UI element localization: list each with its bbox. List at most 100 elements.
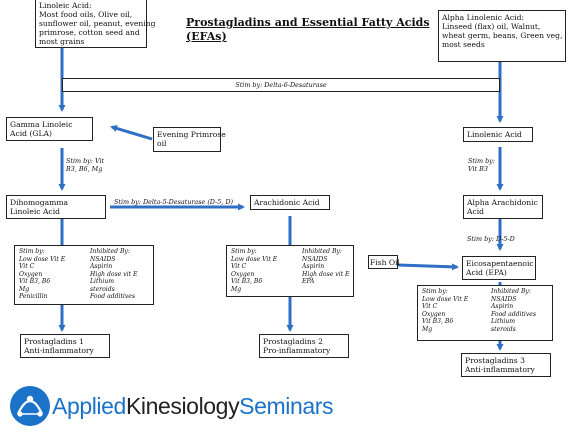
stim-label-vit-b3: Stim by: Vit B3 [468,157,495,173]
factor-line: Mg [422,325,433,333]
factor-line: Mg [19,285,30,293]
d6d-label: Stim by: Delta-6-Desaturase [235,81,327,89]
factor-line: Inhibited By: [491,288,531,295]
node-line: primrose, cotton seed and [39,28,140,37]
node-line: most grains [39,37,85,46]
node-line: Alpha Arachidonic [467,198,538,207]
evening-primrose-box: Evening Primrose oil [153,127,226,152]
logo-part-applied: Applied [52,393,126,419]
d5d-short-label: Stim by: D-5-D [467,235,515,243]
factor-line: Food additives [491,310,537,318]
delta-6-desaturase-band: Stim by: Delta-6-Desaturase [62,78,500,92]
label-line: B3, B6, Mg [66,165,103,173]
label-line: Stim by: [468,157,495,165]
factor-line: EPA [302,278,315,285]
linoleic-acid-box: Linoleic Acid: Most food oils, Olive oil… [35,0,156,48]
node-line: most seeds [442,40,485,49]
factor-line: Aspirin [491,303,514,310]
label-line: Vit B3 [468,165,488,173]
node-line: Linoleic Acid [10,207,60,216]
node-line: sunflower oil, peanut, evening [39,19,156,28]
factor-line: steroids [90,285,115,293]
factor-line: Food additives [90,293,136,300]
node-line: Fish Oil [370,258,400,267]
logo-part-kinesiology: Kinesiology [125,393,240,419]
factor-line: Aspirin [90,263,113,270]
logo-icon [10,386,50,426]
factor-line: NSAIDS [90,255,116,263]
node-line: Alpha Linolenic Acid: [442,13,525,22]
factor-line: Low dose Vit E [422,295,469,303]
node-line: Anti-inflammatory [24,346,94,355]
stim-column: Stim by: Low dose Vit E Vit C Oxygen Vit… [231,248,277,293]
node-line: Eicosapentaenoic [466,259,534,268]
factor-line: High dose vit E [90,270,138,278]
prostagladins-2-box: Prostagladins 2 Pro-inflammatory [259,334,349,358]
node-line: Gamma Linoleic [10,120,73,129]
factor-line: Low dose Vit E [231,255,278,263]
node-line: Prostagladins 1 [24,337,84,346]
node-line: Evening Primrose [157,130,226,139]
node-line: Anti-inflammatory [465,365,535,374]
page-title: Prostagladins and Essential Fatty Acids … [186,16,430,44]
alpha-linolenic-acid-box: Alpha Linolenic Acid: Linseed (flax) oil… [438,10,566,62]
factor-line: Vit C [231,263,247,270]
factor-line: Vit B3, B6 [231,278,263,285]
node-line: Acid [467,207,485,216]
factor-line: Vit C [19,263,35,270]
pg1-factors-box: Stim by: Low dose Vit E Vit C Oxygen Vit… [14,245,154,305]
inhib-column: Inhibited By: NSAIDS Aspirin High dose v… [302,248,350,286]
node-line: wheat germ, beans, Green veg, [442,31,563,40]
arrow-fish-oil-to-epa [397,263,459,271]
stim-column: Stim by: Low dose Vit E Vit C Oxygen Vit… [19,248,65,301]
arrow-evening-primrose-to-gla [110,125,153,141]
logo-wordmark: AppliedKinesiologySeminars [52,393,334,420]
label-line: Stim by: Vit [66,157,105,165]
factor-line: Stim by: [422,288,448,295]
factor-line: Oxygen [231,270,255,278]
node-line: Arachidonic Acid [254,198,320,207]
factor-line: Lithium [90,278,115,285]
stim-column: Stim by: Low dose Vit E Vit C Oxygen Vit… [422,288,468,333]
node-line: Linseed (flax) oil, Walnut, [442,22,541,31]
inhib-column: Inhibited By: NSAIDS Aspirin High dose v… [90,248,138,301]
prostagladins-3-box: Prostagladins 3 Anti-inflammatory [461,353,551,377]
node-line: Acid (GLA) [10,129,52,138]
factor-line: steroids [491,325,516,333]
factor-line: Vit B3, B6 [422,318,454,325]
node-line: Dihomogamma [10,198,69,207]
factor-line: Oxygen [19,270,43,278]
factor-line: NSAIDS [302,255,328,263]
alpha-arachidonic-acid-box: Alpha Arachidonic Acid [463,195,543,219]
node-line: Prostagladins 3 [465,356,525,365]
node-line: Pro-inflammatory [263,346,331,355]
d5d-label: Stim by: Delta-5-Desaturase (D-5, D) [114,198,233,206]
pg2-factors-box: Stim by: Low dose Vit E Vit C Oxygen Vit… [226,245,354,297]
node-line: Acid (EPA) [466,268,507,277]
factor-line: NSAIDS [491,295,517,303]
node-line: Prostagladins 2 [263,337,323,346]
node-line: Linoleic Acid: [39,1,92,10]
factor-line: High dose vit E [302,270,350,278]
linolenic-acid-box: Linolenic Acid [463,127,533,142]
factor-line: Vit B3, B6 [19,278,51,285]
node-line: oil [157,139,167,148]
arachidonic-acid-box: Arachidonic Acid [250,195,330,210]
factor-line: Stim by: [19,248,45,255]
logo-part-seminars: Seminars [239,393,334,419]
title-line-2: (EFAs) [186,30,227,43]
gla-box: Gamma Linoleic Acid (GLA) [6,117,93,141]
factor-line: Lithium [491,318,516,325]
epa-box: Eicosapentaenoic Acid (EPA) [462,256,536,280]
node-line: Most food oils, Olive oil, [39,10,133,19]
factor-line: Aspirin [302,263,325,270]
factor-line: Inhibited By: [302,248,342,255]
title-line-1: Prostagladins and Essential Fatty Acids [186,16,430,29]
prostagladins-1-box: Prostagladins 1 Anti-inflammatory [20,334,110,358]
inhib-column: Inhibited By: NSAIDS Aspirin Food additi… [491,288,536,333]
factor-line: Low dose Vit E [19,255,66,263]
stim-label-vit-b3-b6-mg: Stim by: Vit B3, B6, Mg [66,157,104,173]
factor-line: Inhibited By: [90,248,130,255]
factor-line: Vit C [422,303,438,310]
fish-oil-box: Fish Oil [368,255,400,269]
